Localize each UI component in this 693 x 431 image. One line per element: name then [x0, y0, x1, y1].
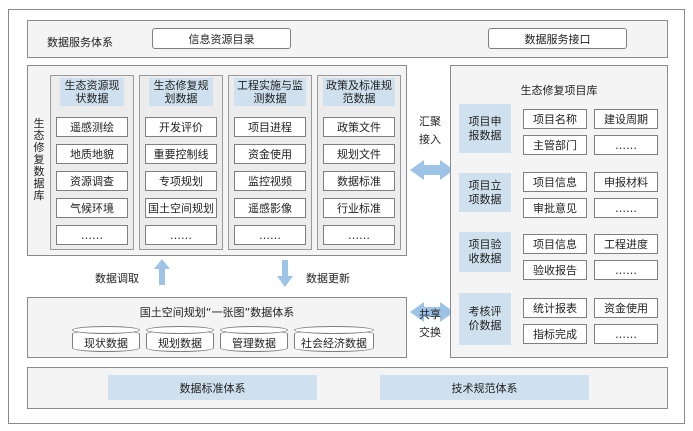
cylinder-current-data: 现状数据	[72, 326, 140, 352]
list-item: 气候环境	[56, 198, 128, 218]
resource-catalog-box: 信息资源目录	[152, 28, 291, 49]
list-item: 政策文件	[323, 117, 395, 137]
list-item: 开发评价	[145, 117, 217, 137]
service-interface-box: 数据服务接口	[488, 28, 627, 49]
stage-acceptance: 项目验收数据	[459, 232, 511, 272]
list-item: 项目进程	[234, 117, 306, 137]
list-item: 遥感测绘	[56, 117, 128, 137]
list-item: 重要控制线	[145, 144, 217, 164]
list-item: ……	[145, 225, 217, 245]
service-system-bar: 数据服务体系 信息资源目录 数据服务接口	[27, 20, 668, 58]
project-item: 验收报告	[523, 260, 587, 280]
project-item: ……	[594, 198, 658, 218]
data-update-label: 数据更新	[306, 272, 350, 285]
data-call-label: 数据调取	[95, 272, 139, 285]
project-item: 指标完成	[523, 324, 587, 344]
list-item: 遥感影像	[234, 198, 306, 218]
stage-evaluation: 考核评价数据	[459, 293, 511, 345]
list-item: 地质地貌	[56, 144, 128, 164]
cylinder-management-data: 管理数据	[220, 326, 288, 352]
project-item: 统计报表	[523, 298, 587, 318]
column-header: 生态资源现状数据	[60, 78, 124, 106]
list-item: 专项规划	[145, 171, 217, 191]
project-item: 审批意见	[523, 198, 587, 218]
project-item: 资金使用	[594, 298, 658, 318]
list-item: 资金使用	[234, 144, 306, 164]
one-map-title: 国土空间规划“一张图”数据体系	[139, 306, 295, 319]
stage-declaration: 项目申报数据	[459, 104, 511, 153]
list-item: 规划文件	[323, 144, 395, 164]
project-item: 建设周期	[594, 109, 658, 129]
list-item: 监控视频	[234, 171, 306, 191]
tech-spec-system: 技术规范体系	[380, 375, 589, 400]
project-item: ……	[594, 135, 658, 155]
project-item: ……	[594, 324, 658, 344]
project-item: 项目信息	[523, 172, 587, 192]
project-item: 申报材料	[594, 172, 658, 192]
list-item: 行业标准	[323, 198, 395, 218]
list-item: 国土空间规划	[145, 198, 217, 218]
cylinder-socioeconomic-data: 社会经济数据	[294, 326, 374, 352]
project-item: 工程进度	[594, 234, 658, 254]
list-item: ……	[56, 225, 128, 245]
aggregate-label: 汇聚接入	[419, 115, 441, 146]
project-item: 项目信息	[523, 234, 587, 254]
column-header: 政策及标准规范数据	[323, 78, 395, 106]
project-item: 主管部门	[523, 135, 587, 155]
list-item: 数据标准	[323, 171, 395, 191]
list-item: ……	[323, 225, 395, 245]
project-item: ……	[594, 260, 658, 280]
column-header: 工程实施与监测数据	[234, 78, 306, 106]
database-side-label: 生态修复数据库	[33, 117, 45, 202]
project-item: 项目名称	[523, 109, 587, 129]
share-label: 共享交换	[419, 308, 441, 339]
service-system-label: 数据服务体系	[47, 36, 113, 49]
column-header: 生态修复规划数据	[149, 78, 213, 106]
list-item: ……	[234, 225, 306, 245]
cylinder-planning-data: 规划数据	[146, 326, 214, 352]
project-db-title: 生态修复项目库	[520, 84, 598, 97]
data-standard-system: 数据标准体系	[108, 375, 317, 400]
list-item: 资源调查	[56, 171, 128, 191]
stage-approval: 项目立项数据	[459, 173, 511, 212]
